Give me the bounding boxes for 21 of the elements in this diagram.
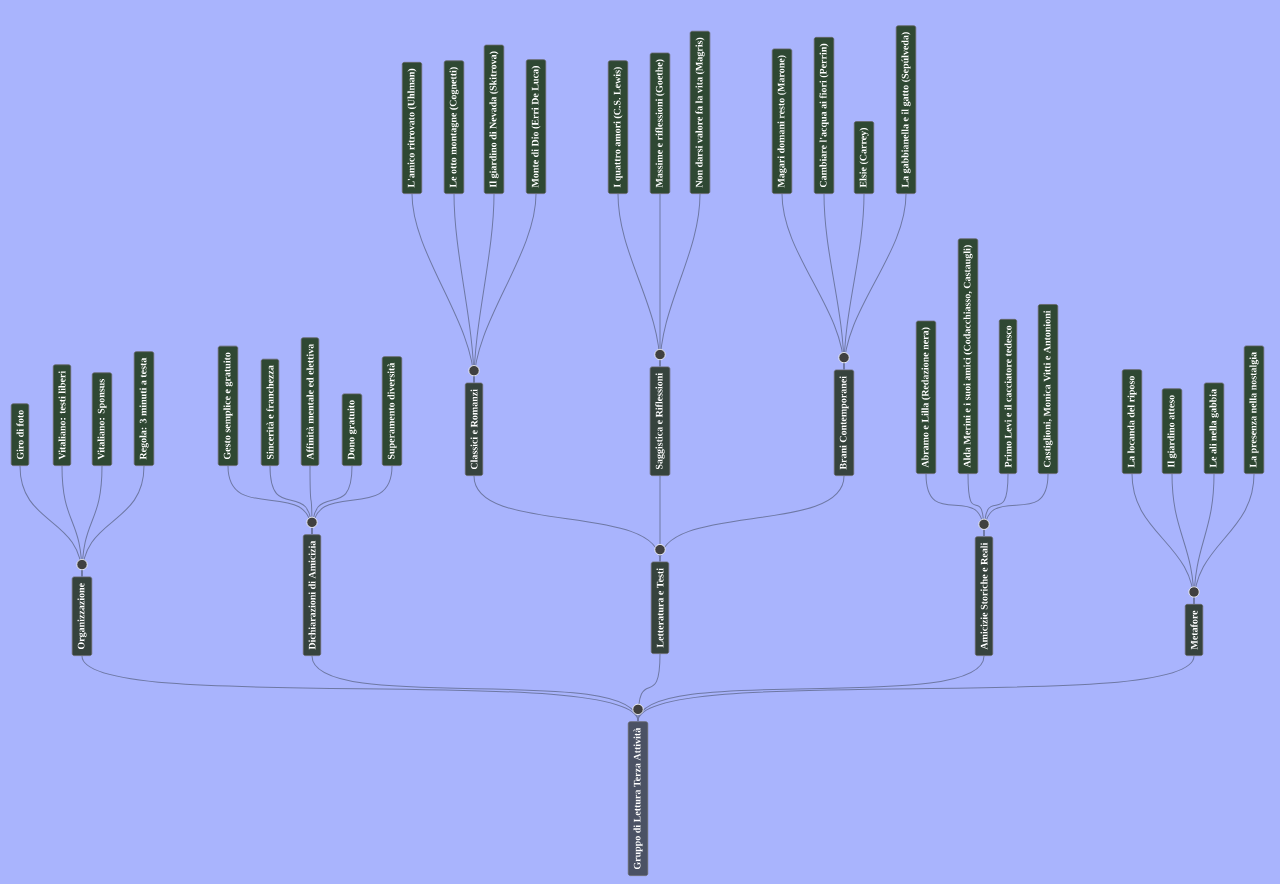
connector bbox=[1193, 473, 1255, 605]
connector bbox=[983, 473, 1009, 537]
connector bbox=[637, 655, 985, 722]
connector bbox=[81, 655, 639, 722]
connector bbox=[473, 193, 537, 384]
connector bbox=[843, 193, 907, 371]
connector bbox=[659, 193, 661, 368]
connector bbox=[659, 475, 845, 563]
connector bbox=[637, 655, 1195, 722]
connector bbox=[81, 465, 103, 578]
connector bbox=[659, 475, 661, 563]
connector bbox=[843, 193, 865, 371]
connector bbox=[967, 473, 985, 537]
connector bbox=[1193, 473, 1215, 605]
connector bbox=[983, 473, 1049, 537]
connector bbox=[81, 465, 145, 578]
connector bbox=[311, 655, 639, 722]
connector bbox=[659, 193, 701, 368]
connector bbox=[311, 465, 393, 535]
connector bbox=[473, 193, 495, 384]
connector bbox=[637, 653, 661, 722]
